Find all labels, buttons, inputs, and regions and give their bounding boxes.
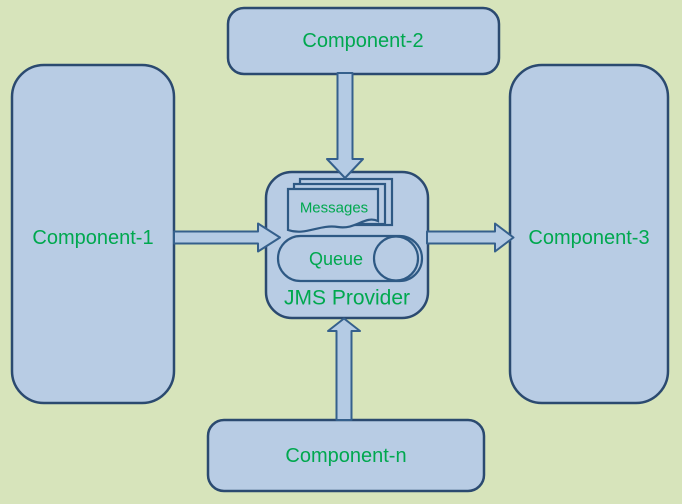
arrow-component1-to-jms (173, 222, 281, 253)
arrow-componentn-to-jms (327, 317, 361, 421)
node-component-3: Component-3 (508, 63, 670, 405)
queue-label: Queue (309, 249, 363, 269)
arrow-component2-to-jms (326, 72, 364, 179)
node-component-1: Component-1 (10, 63, 176, 405)
messages-doc-front (286, 187, 380, 233)
jms-provider-label: JMS Provider (284, 287, 410, 310)
queue-end-ellipse (372, 235, 420, 282)
node-jms-provider: Messages Queue JMS Provider (264, 170, 430, 320)
messages-multidocument-shape: Messages (286, 177, 394, 233)
queue-shape: Queue (276, 234, 424, 283)
component-2-label: Component-2 (302, 30, 423, 52)
component-n-label: Component-n (285, 445, 406, 467)
component-1-label: Component-1 (32, 227, 153, 249)
node-component-n: Component-n (206, 418, 486, 493)
node-component-2: Component-2 (226, 6, 501, 76)
messages-label: Messages (300, 200, 368, 217)
component-2-box (226, 6, 501, 76)
arrow-jms-to-component3 (426, 222, 515, 253)
component-3-label: Component-3 (528, 227, 649, 249)
